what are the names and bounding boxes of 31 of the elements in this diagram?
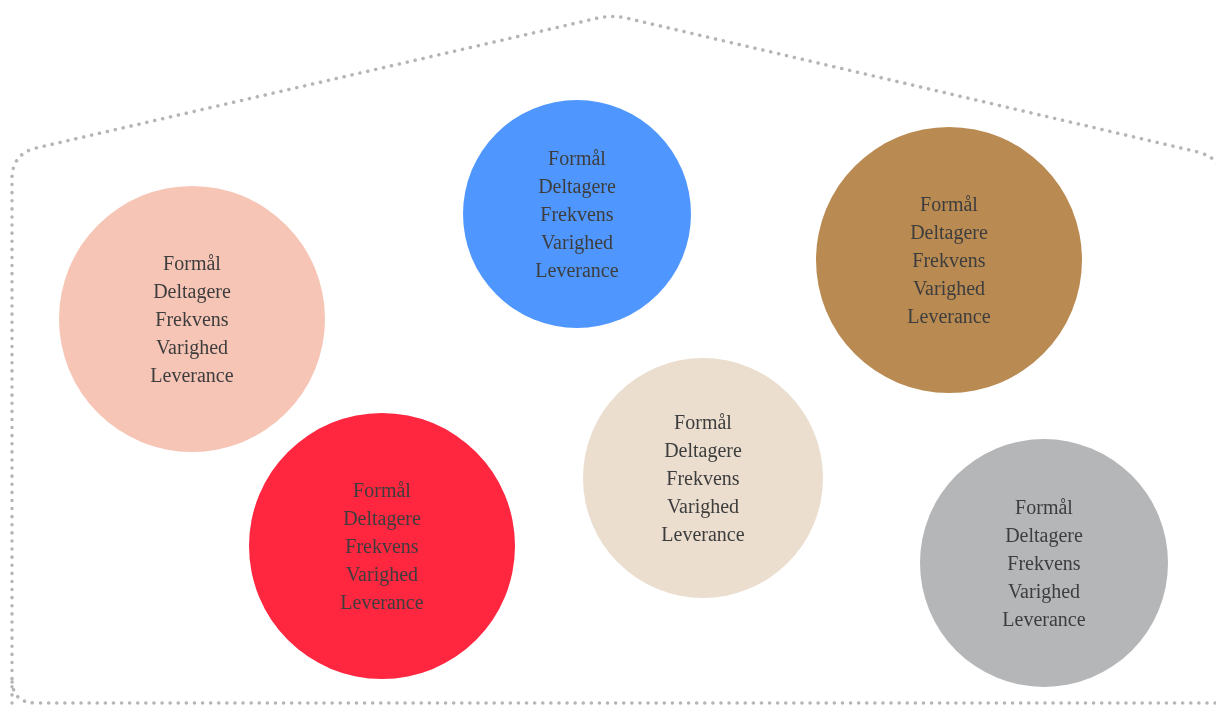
house-outline (8, 14, 1216, 707)
list-item: Formål (353, 478, 411, 503)
list-item: Varighed (912, 276, 986, 302)
list-item: Leverance (150, 363, 234, 388)
list-item: Formål (548, 146, 606, 171)
list-item: Varighed (666, 494, 740, 520)
list-item: Formål (920, 192, 978, 217)
list-item: Varighed (345, 562, 419, 588)
list-item: Deltagere (1005, 523, 1083, 549)
list-item: Deltagere (910, 220, 988, 246)
list-item: Formål (674, 410, 732, 435)
list-item: Varighed (540, 230, 614, 256)
list-item: Frekvens (666, 466, 740, 491)
list-item: Frekvens (1007, 551, 1081, 576)
list-item: Formål (1015, 495, 1073, 520)
list-item: Varighed (155, 335, 229, 361)
list-item: Varighed (1007, 579, 1081, 605)
list-item: Leverance (907, 304, 991, 329)
list-item: Frekvens (912, 248, 986, 273)
list-item: Frekvens (155, 307, 229, 332)
list-item: Leverance (661, 522, 745, 547)
list-item: Deltagere (538, 174, 616, 200)
list-item: Leverance (535, 258, 619, 283)
list-item: Frekvens (345, 534, 419, 559)
list-item: Frekvens (540, 202, 614, 227)
list-item: Formål (163, 251, 221, 276)
list-item: Deltagere (664, 438, 742, 464)
list-item: Leverance (340, 590, 424, 615)
list-item: Deltagere (343, 506, 421, 532)
list-item: Deltagere (153, 279, 231, 305)
list-item: Leverance (1002, 607, 1086, 632)
